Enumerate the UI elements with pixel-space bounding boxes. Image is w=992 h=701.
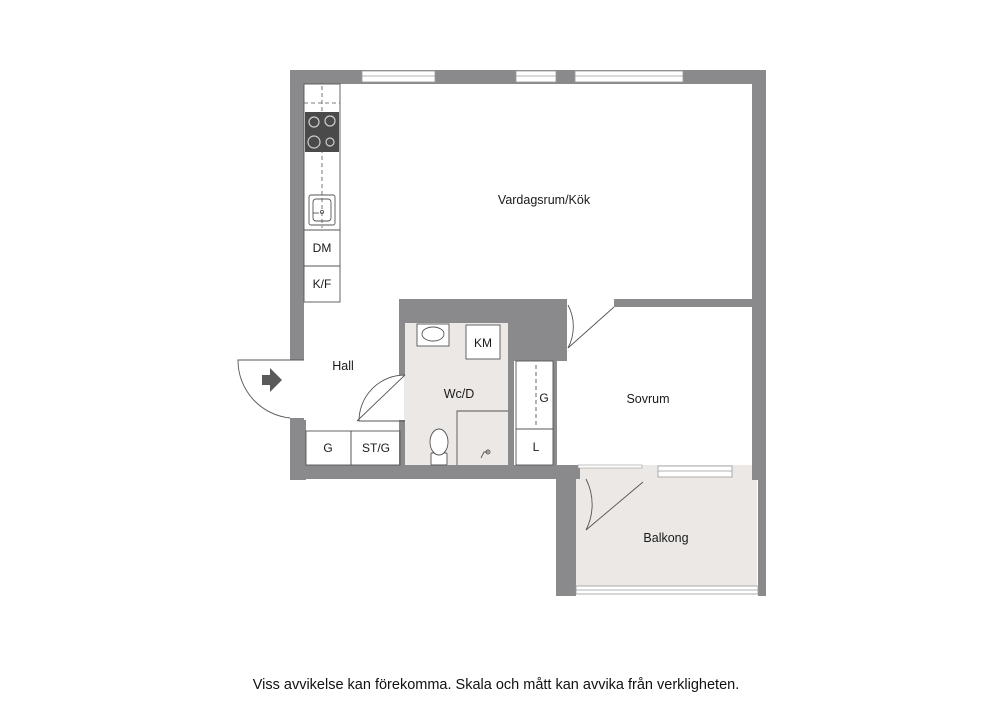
label-fridge-freezer: K/F [313,277,332,291]
upper-cabinet-lines [304,86,340,228]
toilet-icon [429,428,449,466]
kitchen-counter [303,83,341,303]
kitchen-sink-icon [308,194,336,226]
label-dishwasher: DM [313,241,332,255]
label-wardrobe-hall: G [323,441,332,455]
room-label-wc: Wc/D [444,387,475,401]
balcony-floor [576,465,757,590]
washing-machine-box [465,324,501,360]
hall-closets [305,430,401,466]
room-label-balcony: Balkong [643,531,688,545]
shower-area [456,410,508,465]
label-washing-machine: KM [474,336,492,350]
bedroom-closets [515,360,554,466]
bathroom-sink-icon [416,323,450,347]
window-glazing-lines [362,75,758,591]
disclaimer-text: Viss avvikelse kan förekomma. Skala och … [252,677,740,693]
label-wardrobe-bedroom: G [539,391,548,405]
label-storage-hall: ST/G [362,441,390,455]
room-label-hall: Hall [332,359,354,373]
door-swings [237,304,644,531]
stove-icon [305,112,339,152]
label-linen-closet: L [533,440,540,454]
entrance-arrow-icon [262,368,282,392]
room-label-bedroom: Sovrum [626,392,669,406]
balcony-door-threshold [577,464,643,469]
room-label-living-kitchen: Vardagsrum/Kök [498,193,591,207]
